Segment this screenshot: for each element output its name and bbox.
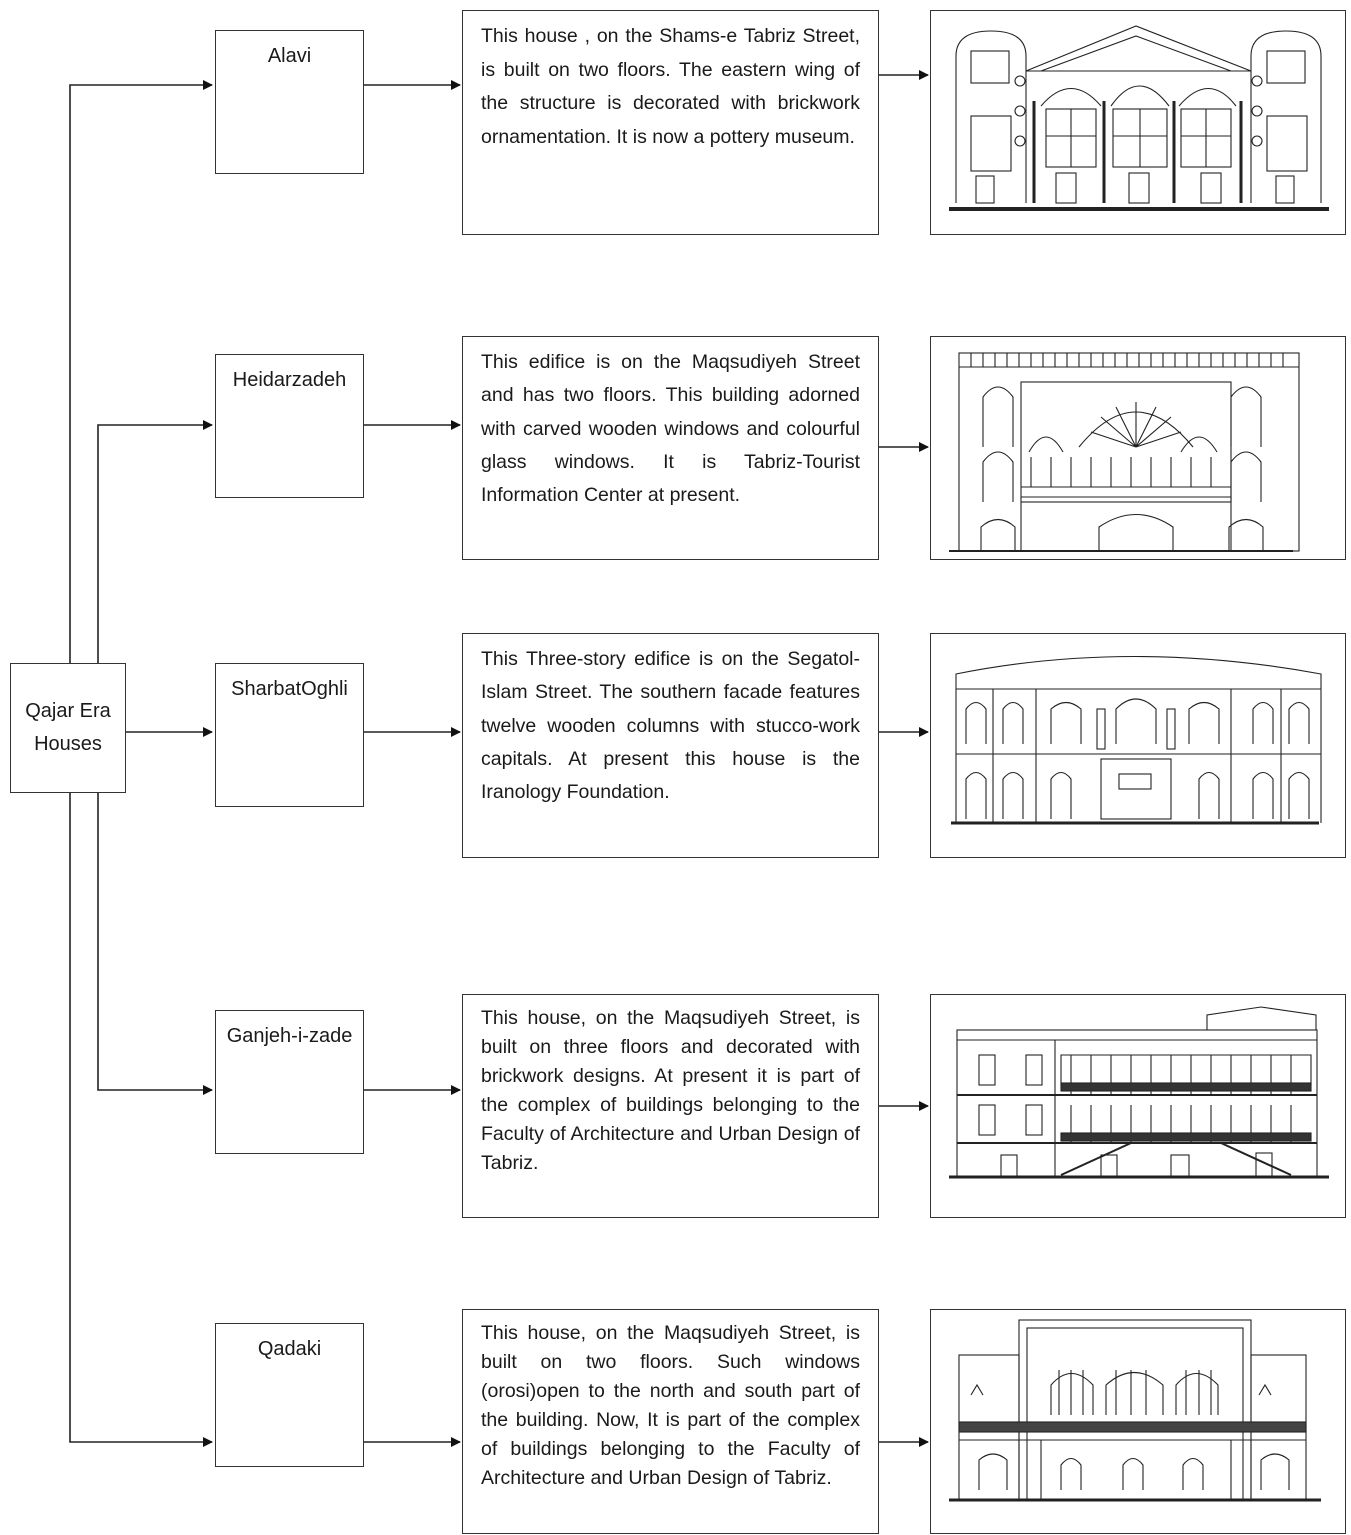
facade-drawing-icon [930,10,1346,235]
root-label-line1: Qajar Era [25,700,111,722]
house-description-node: This house, on the Maqsudiyeh Street, is… [462,994,879,1218]
trunk-line-outer-down [69,793,213,1447]
facade-drawing-icon [930,994,1346,1218]
house-name-label: Heidarzadeh [232,369,347,391]
house-description-node: This Three-story edifice is on the Segat… [462,633,879,858]
house-description-node: This edifice is on the Maqsudiyeh Street… [462,336,879,560]
house-name-node: Ganjeh-i-zade [215,1010,364,1154]
facade-drawing-icon [930,633,1346,858]
root-node: Qajar Era Houses [10,663,126,793]
house-name-node: Heidarzadeh [215,354,364,498]
trunk-line-inner-up [97,420,213,663]
house-description-text: This house , on the Shams-e Tabriz Stree… [481,25,860,148]
root-label-line2: Houses [34,733,102,755]
trunk-line-inner-down [97,793,213,1095]
house-name-label: Alavi [267,45,312,67]
house-description-text: This edifice is on the Maqsudiyeh Street… [481,351,860,507]
house-name-node: Qadaki [215,1323,364,1467]
facade-drawing-icon [930,1309,1346,1534]
trunk-line-outer [69,80,213,663]
house-name-label: Ganjeh-i-zade [226,1025,353,1047]
house-description-text: This Three-story edifice is on the Segat… [481,648,860,804]
facade-drawing-icon [930,336,1346,560]
house-name-node: SharbatOghli [215,663,364,807]
house-description-text: This house, on the Maqsudiyeh Street, is… [481,1007,860,1174]
house-description-node: This house , on the Shams-e Tabriz Stree… [462,10,879,235]
house-name-node: Alavi [215,30,364,174]
house-name-label: SharbatOghli [231,678,348,700]
house-description-text: This house, on the Maqsudiyeh Street, is… [481,1322,860,1489]
house-name-label: Qadaki [257,1338,322,1360]
house-description-node: This house, on the Maqsudiyeh Street, is… [462,1309,879,1534]
